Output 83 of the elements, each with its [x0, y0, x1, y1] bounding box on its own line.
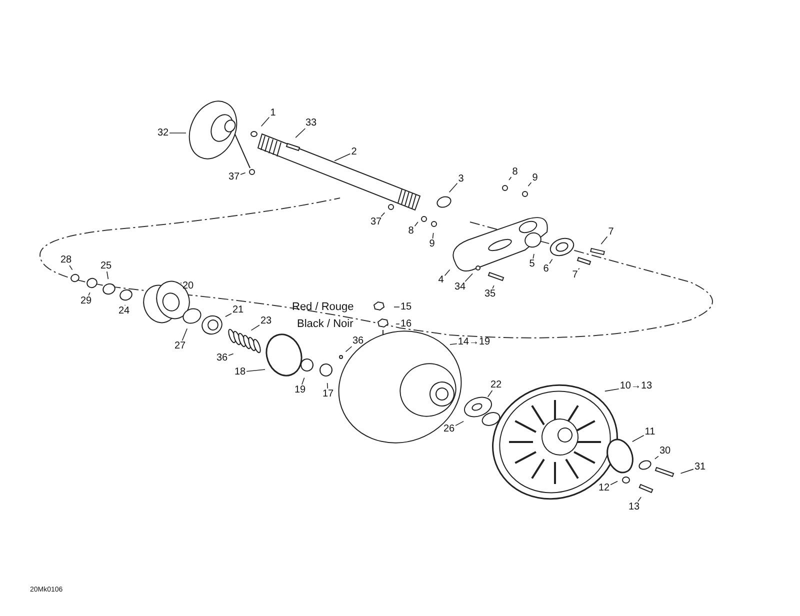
leader-line [88, 292, 90, 296]
callout-number: 4 [437, 274, 445, 286]
callout-number: 31 [693, 462, 707, 472]
leader-line [508, 176, 512, 180]
leader-line [680, 468, 694, 474]
callout-number: 22 [489, 380, 503, 390]
color-note: Black / Noir [297, 318, 354, 330]
callout-number: 29 [79, 296, 93, 306]
leader-line [487, 390, 493, 398]
callout-number: 33 [304, 118, 318, 128]
callout-number: 7 [607, 226, 615, 238]
callout-number: 6 [542, 264, 550, 274]
callout-number: 28 [59, 254, 73, 266]
callout-number: 24 [117, 306, 131, 316]
callout-number: 35 [483, 288, 497, 300]
callout-number: 19 [293, 384, 307, 396]
callout-number: 37 [227, 172, 241, 182]
callout-number: 16 [399, 318, 413, 330]
leader-line [106, 271, 109, 280]
leader-line [225, 313, 232, 318]
callout-number: 17 [321, 388, 335, 400]
callout-number: 9 [531, 172, 539, 184]
leader-line [295, 128, 306, 138]
callout-number: 10→13 [618, 380, 654, 392]
callout-number: 34 [453, 282, 467, 292]
callout-number: 13 [627, 502, 641, 512]
leader-line [250, 324, 260, 331]
callout-number: 7 [571, 270, 579, 280]
callout-number: 8 [511, 166, 519, 178]
leader-line [455, 420, 464, 426]
leader-line [182, 328, 188, 341]
leader-line [246, 369, 266, 372]
color-note: Red / Rouge [292, 301, 354, 313]
leader-line [464, 273, 473, 282]
callout-number: 36 [351, 336, 365, 346]
leader-line [414, 222, 418, 226]
leader-line [394, 306, 400, 308]
callout-number: 26 [442, 424, 456, 434]
leader-line [604, 388, 620, 392]
leader-line [549, 258, 553, 264]
callout-number: 2 [350, 146, 358, 158]
callout-number: 37 [369, 216, 383, 228]
callout-number: 21 [231, 304, 245, 316]
leader-line [638, 496, 642, 502]
callout-number: 12 [597, 482, 611, 494]
leader-line [260, 116, 270, 127]
leader-line [532, 254, 534, 259]
callout-number: 8 [407, 226, 415, 236]
leader-line [302, 377, 305, 385]
callout-number: 1 [269, 108, 277, 118]
leader-line [326, 382, 328, 389]
leader-line [334, 153, 351, 162]
callout-number: 9 [428, 238, 436, 250]
leader-line [632, 434, 644, 442]
callout-number: 11 [644, 426, 656, 438]
leader-line [528, 182, 532, 187]
callout-number: 25 [99, 260, 113, 272]
leader-line [610, 480, 618, 486]
leader-line [444, 269, 450, 276]
callout-number: 20 [181, 280, 195, 292]
callout-number: 30 [658, 446, 672, 456]
leader-line [654, 456, 659, 460]
callout-number: 23 [259, 316, 273, 326]
callout-number: 15 [399, 302, 413, 312]
leader-line [240, 172, 246, 175]
leader-line [345, 346, 352, 352]
leader-line [578, 268, 580, 270]
callout-number: 18 [233, 366, 247, 378]
leader-line [380, 212, 385, 217]
callout-number: 36 [215, 352, 229, 364]
leader-line [228, 353, 234, 356]
leader-line [492, 285, 494, 289]
leader-line [169, 132, 186, 134]
leader-line [448, 182, 458, 193]
callout-number: 27 [173, 340, 187, 352]
leader-line [69, 265, 73, 270]
callout-number: 5 [528, 258, 536, 270]
leader-line [432, 232, 434, 239]
callout-number: 32 [156, 128, 170, 138]
callout-number: 14→19 [456, 336, 492, 348]
leader-line [450, 343, 458, 345]
callout-number: 3 [457, 174, 465, 184]
leader-line [600, 236, 608, 245]
